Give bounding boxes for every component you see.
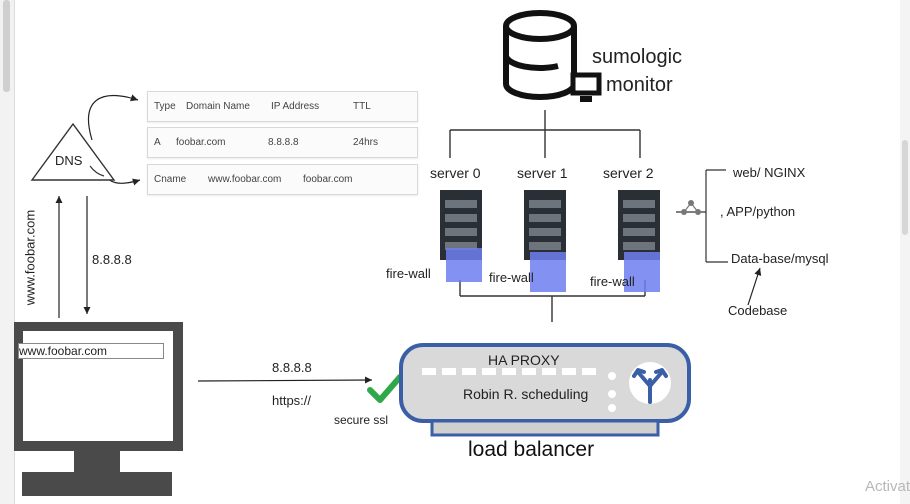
client-to-lb-arrow [197, 376, 373, 384]
protocol-label: https:// [272, 393, 312, 408]
dns-triangle-icon [30, 122, 116, 181]
monitor-label-line1: sumologic [592, 46, 683, 68]
activation-watermark: Activat [864, 478, 910, 495]
dns-cell-domain: www.foobar.com [208, 174, 282, 185]
lb-algorithm: Robin R. scheduling [463, 386, 589, 402]
right-scrollbar-thumb[interactable] [902, 140, 908, 235]
dns-cell-ttl: 24hrs [353, 137, 379, 148]
stack-db-label: Data-base/mysql [731, 251, 829, 266]
right-scrollbar[interactable] [900, 0, 910, 504]
monitor-label-line2: monitor [606, 74, 673, 96]
dns-response-ip: 8.8.8.8 [92, 252, 132, 267]
dns-cell-target: foobar.com [303, 174, 353, 185]
dns-cell-type: Cname [154, 174, 187, 185]
firewall-0-label: fire-wall [386, 266, 431, 281]
server-1-label: server 1 [517, 165, 568, 181]
dns-label: DNS [55, 153, 83, 168]
firewall-1-label: fire-wall [489, 270, 534, 285]
left-scrollbar[interactable] [0, 0, 15, 504]
table-row: Cname www.foobar.com foobar.com [147, 164, 418, 195]
codebase-label: Codebase [728, 303, 788, 318]
stack-web-label: web/ NGINX [733, 165, 806, 180]
dns-header-domain: Domain Name [186, 101, 250, 112]
lb-caption: load balancer [468, 438, 595, 461]
dns-cell-ip: 8.8.8.8 [268, 137, 299, 148]
firewall-icon [624, 252, 660, 292]
address-bar[interactable]: www.foobar.com [18, 343, 164, 359]
dns-header-ttl: TTL [353, 101, 371, 112]
dns-cell-type: A [154, 137, 161, 148]
table-row: A foobar.com 8.8.8.8 24hrs [147, 127, 418, 158]
check-icon [367, 374, 403, 403]
lb-title: HA PROXY [488, 352, 560, 368]
firewall-2-label: fire-wall [590, 274, 635, 289]
server-2-icon [618, 190, 660, 292]
dns-cell-domain: foobar.com [176, 137, 226, 148]
dns-table-header: Type Domain Name IP Address TTL [147, 91, 418, 122]
load-balancer-icon [399, 343, 691, 437]
server-1-icon [524, 190, 566, 292]
dns-query-label: www.foobar.com [22, 209, 38, 306]
dns-header-type: Type [154, 101, 176, 112]
ssl-label: secure ssl [334, 413, 389, 427]
server-2-label: server 2 [603, 165, 654, 181]
left-scrollbar-thumb[interactable] [3, 0, 10, 92]
codebase-arrow [747, 267, 762, 306]
dns-lookup-curve-arrow [87, 94, 139, 141]
network-icon [681, 200, 701, 215]
server-0-icon [440, 190, 482, 282]
monitor-screen-icon [570, 72, 602, 102]
firewall-icon [446, 248, 482, 282]
dns-header-ip: IP Address [271, 101, 320, 112]
server-0-label: server 0 [430, 165, 481, 181]
firewall-icon [530, 252, 566, 292]
request-ip-label: 8.8.8.8 [272, 360, 312, 375]
stack-app-label: , APP/python [720, 204, 796, 219]
